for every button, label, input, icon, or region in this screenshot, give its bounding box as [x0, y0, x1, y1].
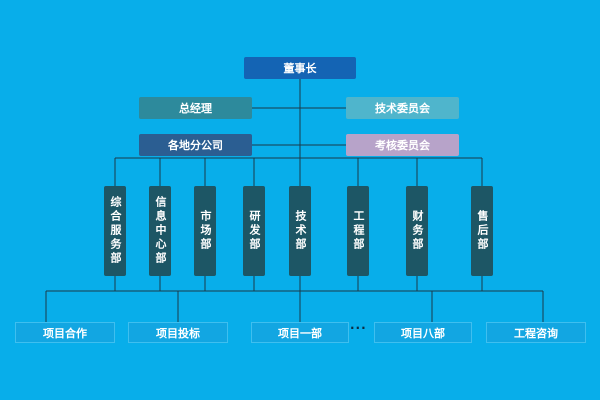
department-box: 工程部 — [347, 186, 369, 276]
tech-committee-box: 技术委员会 — [346, 97, 459, 119]
department-box: 研发部 — [243, 186, 265, 276]
assessment-committee-box: 考核委员会 — [346, 134, 459, 156]
more-projects-ellipsis: ··· — [350, 321, 367, 335]
project-box: 项目一部 — [251, 322, 349, 343]
department-box: 信息中心部 — [149, 186, 171, 276]
chairman-box: 董事长 — [244, 57, 356, 79]
department-box: 售后部 — [471, 186, 493, 276]
department-box: 市场部 — [194, 186, 216, 276]
department-box: 综合服务部 — [104, 186, 126, 276]
general-manager-box: 总经理 — [139, 97, 252, 119]
project-box: 项目八部 — [374, 322, 472, 343]
department-box: 技术部 — [289, 186, 311, 276]
project-box: 项目合作 — [15, 322, 115, 343]
department-box: 财务部 — [406, 186, 428, 276]
project-box: 项目投标 — [128, 322, 228, 343]
branches-box: 各地分公司 — [139, 134, 252, 156]
project-box: 工程咨询 — [486, 322, 586, 343]
